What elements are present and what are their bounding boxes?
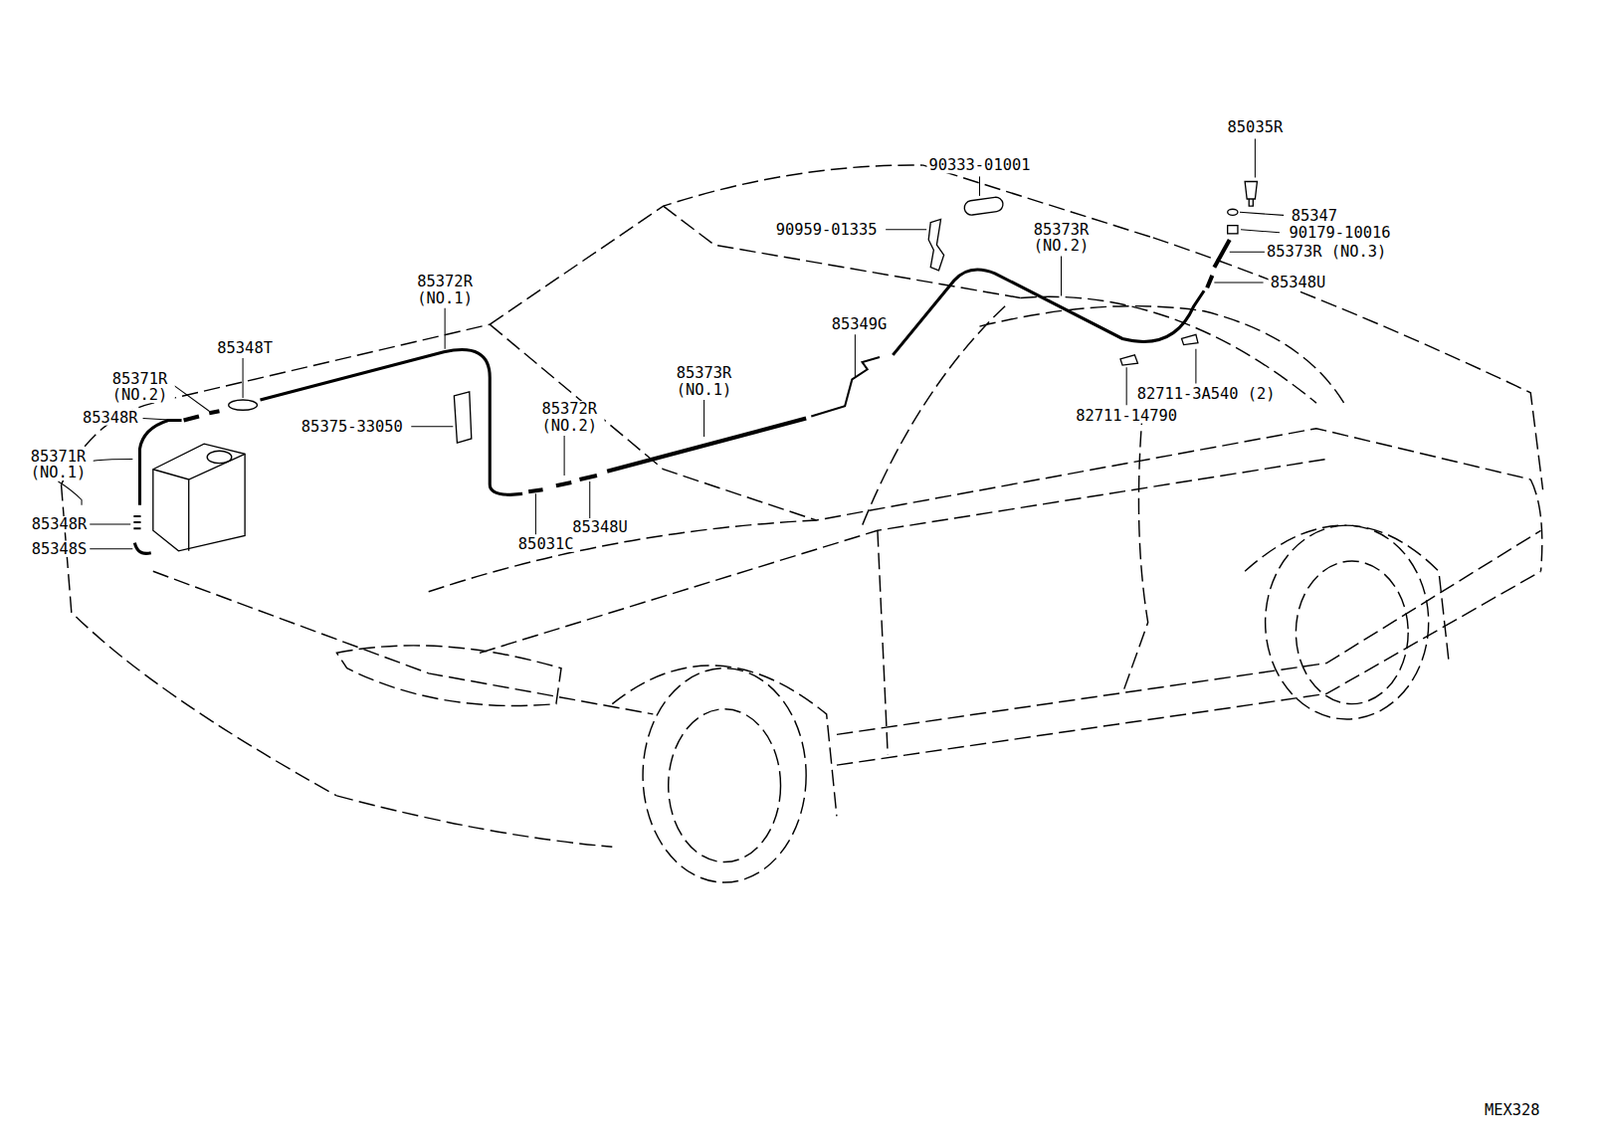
car-outline <box>61 165 1544 883</box>
part-number: 85348R <box>29 516 90 533</box>
part-number: 85347 <box>1289 206 1340 223</box>
part-number: 85372R (NO.1) <box>409 273 481 307</box>
leader-lines <box>57 138 1284 549</box>
part-number: 85371R (NO.2) <box>104 370 176 403</box>
part-number: 85348T <box>214 339 275 356</box>
part-number: 82711-14790 <box>1073 406 1180 423</box>
part-number: 85349G <box>829 316 890 333</box>
part-number: 85372R (NO.2) <box>534 400 605 434</box>
part-number: 85348R <box>80 408 141 425</box>
part-number: 85031C <box>516 535 577 552</box>
part-number: 90179-10016 <box>1287 224 1394 241</box>
washer-parts <box>133 182 1257 555</box>
part-number: 85375-33050 <box>299 417 405 434</box>
part-number: 85371R (NO.1) <box>22 447 94 481</box>
part-number: 82711-3A540 (2) <box>1135 386 1278 402</box>
part-number: 85348S <box>29 541 90 558</box>
part-number: 90333-01001 <box>926 157 1032 174</box>
part-number: 90959-01335 <box>774 221 880 238</box>
part-number: 85035R <box>1225 119 1286 136</box>
part-number: 85373R (NO.3) <box>1264 243 1390 260</box>
part-number: 85348U <box>1268 274 1329 291</box>
part-number: 85373R (NO.2) <box>1025 221 1097 255</box>
part-number: 85348U <box>570 519 630 536</box>
part-number: MEX328 <box>1482 1102 1543 1119</box>
part-number: 85373R (NO.1) <box>668 365 740 399</box>
